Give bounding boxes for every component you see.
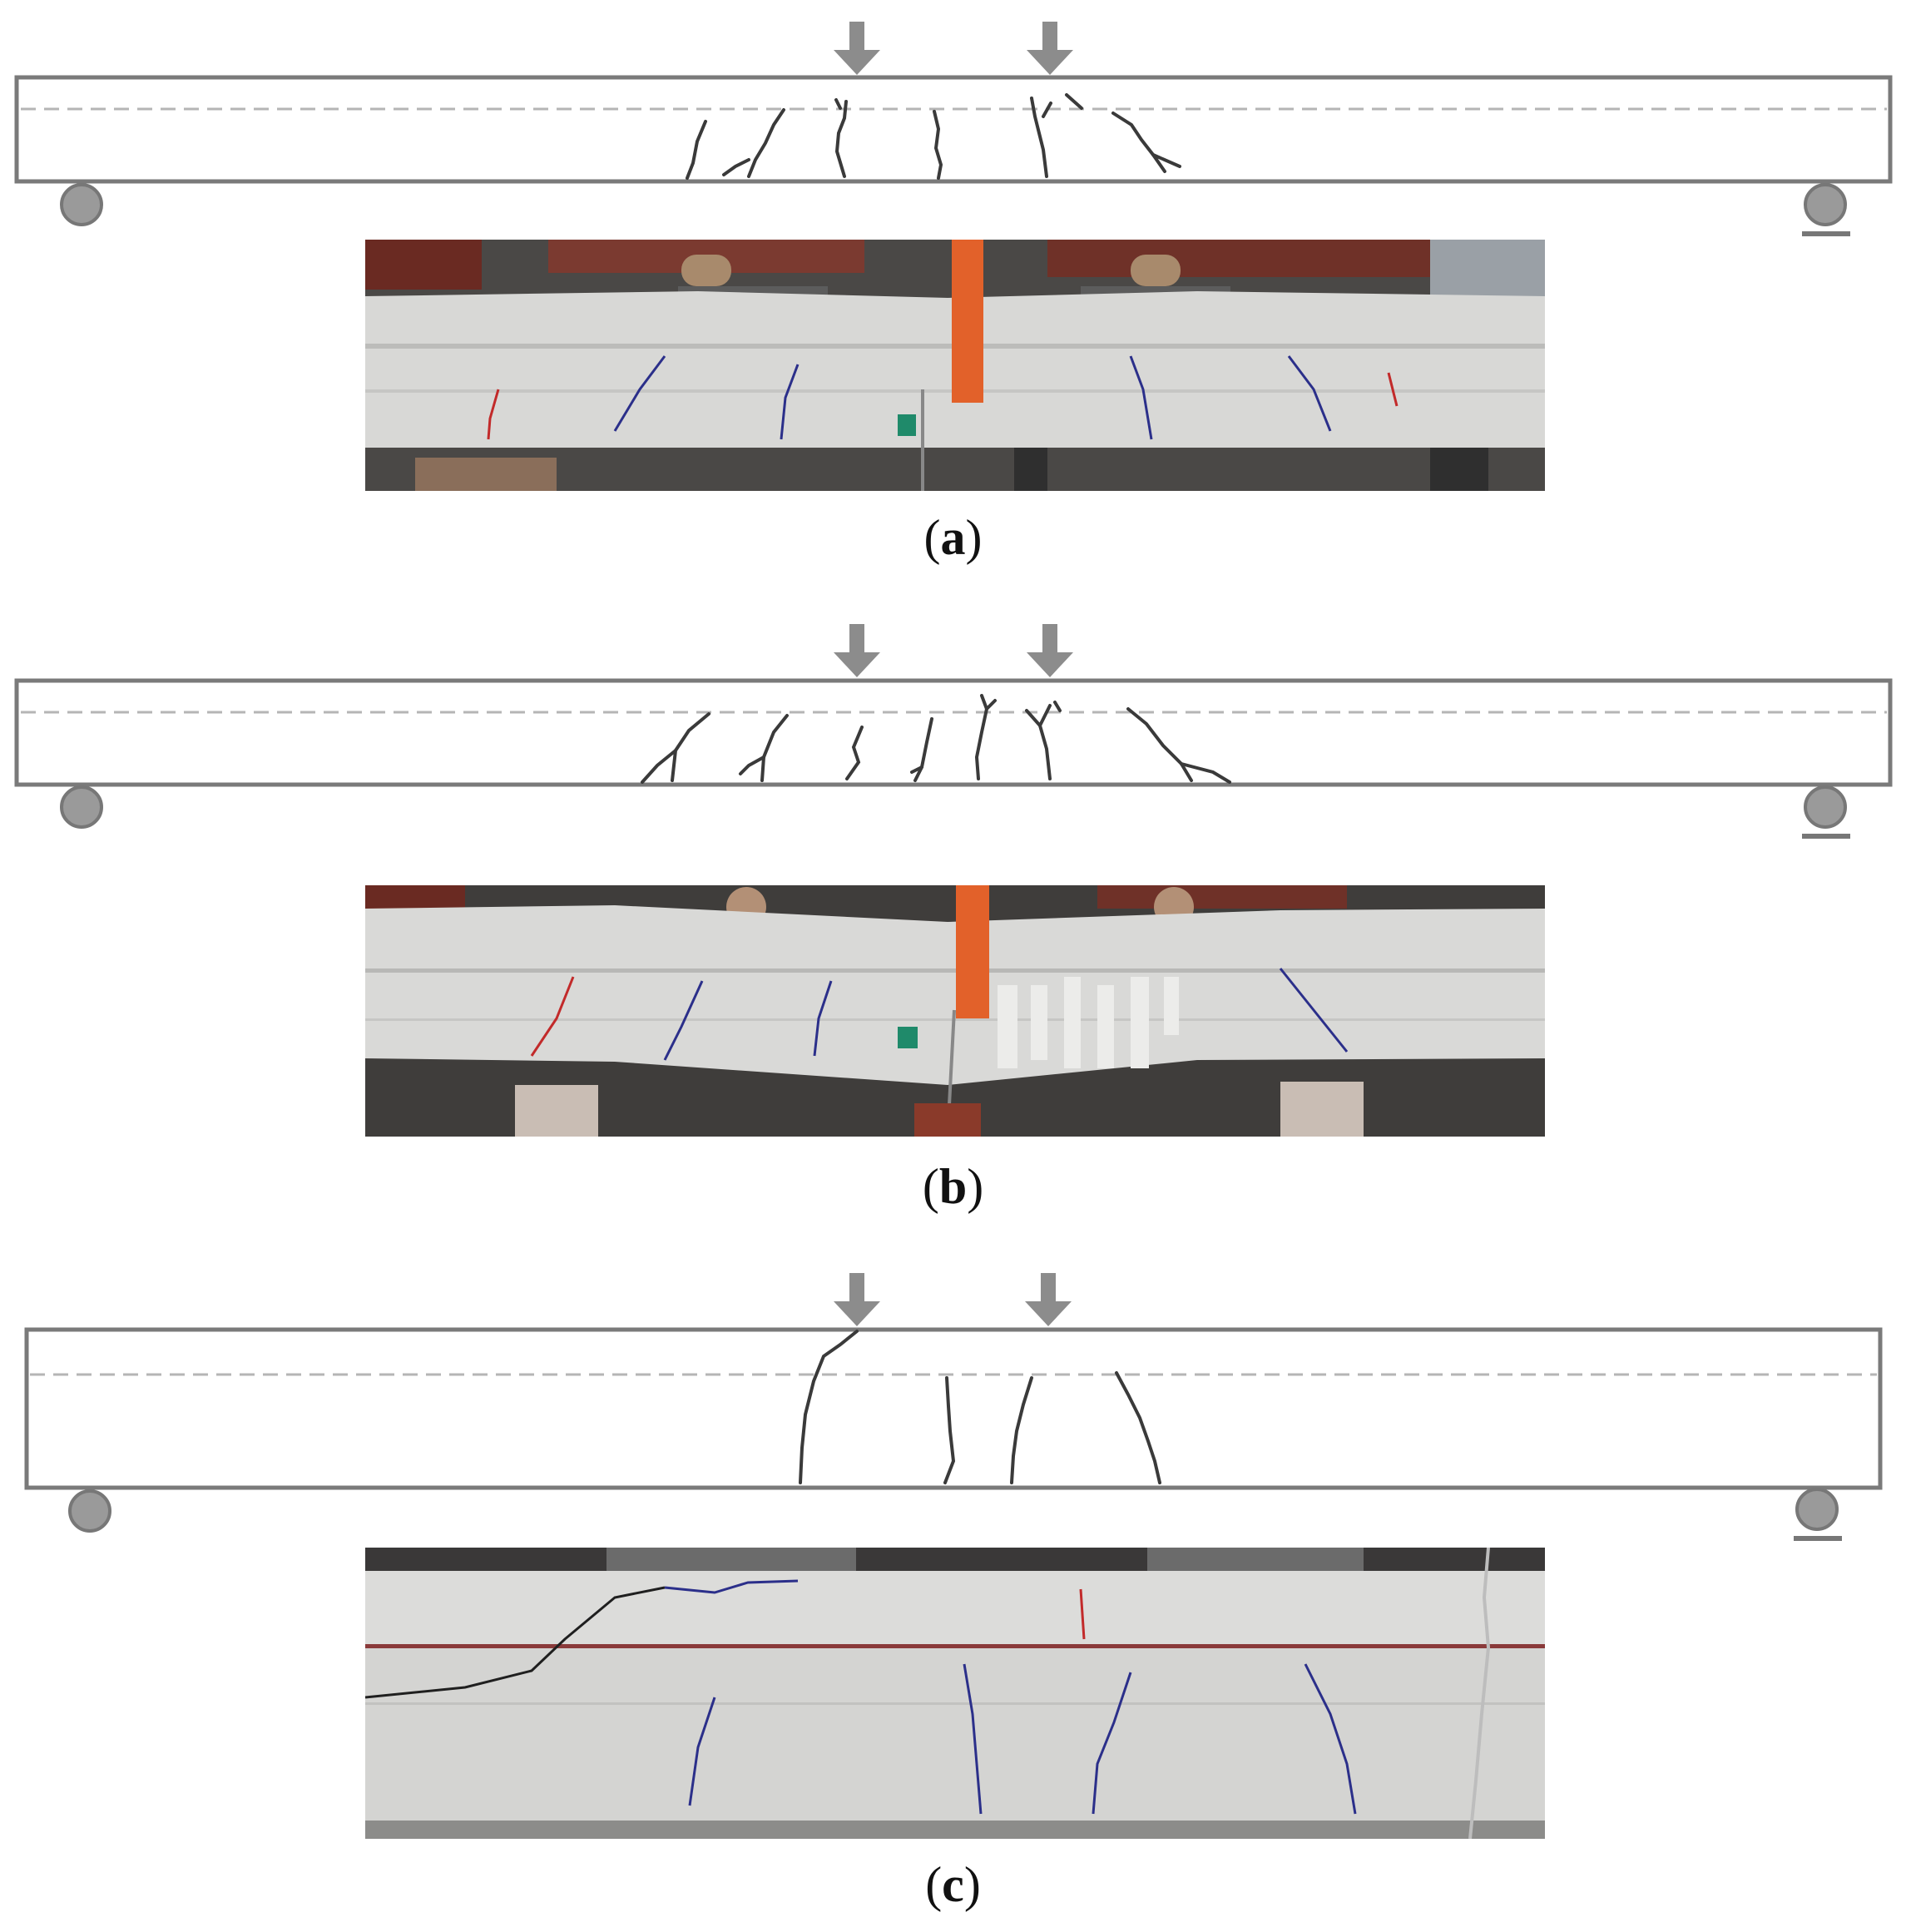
- pin-support-icon: [68, 1489, 111, 1533]
- beam-schematic-b: [14, 624, 1893, 839]
- crack: [834, 98, 842, 110]
- caption-letter: c: [942, 1857, 964, 1912]
- test-photo-b: [365, 885, 1545, 1137]
- crack-pattern: [686, 93, 1181, 180]
- beam-outline: [14, 75, 1893, 184]
- crack: [1010, 1376, 1033, 1484]
- roller-support-icon: [1802, 183, 1850, 236]
- caption-b: (b): [922, 1159, 984, 1214]
- load-arrow-left-icon: [834, 624, 880, 677]
- caption-a: (a): [923, 510, 983, 565]
- crack: [943, 1376, 956, 1484]
- test-photo-a: [365, 240, 1545, 491]
- roller-support-icon: [1802, 785, 1850, 839]
- crack: [686, 120, 707, 180]
- crack: [1115, 1371, 1161, 1484]
- crack: [1151, 153, 1181, 168]
- pin-support-icon: [60, 183, 103, 226]
- crack: [671, 712, 710, 782]
- panel-c: (c): [0, 1265, 1906, 1930]
- crack: [739, 755, 765, 775]
- crack: [747, 108, 785, 178]
- panel-b: (b): [0, 607, 1906, 1240]
- crack: [913, 717, 933, 782]
- crack: [641, 749, 677, 784]
- crack: [834, 100, 848, 178]
- crack: [845, 726, 864, 780]
- pin-support-icon: [60, 785, 103, 829]
- beam-schematic-c: [24, 1273, 1883, 1541]
- crack: [1042, 102, 1052, 118]
- crack: [1025, 709, 1052, 780]
- crack: [1111, 111, 1166, 173]
- roller-support-icon: [1794, 1488, 1842, 1541]
- load-arrow-right-icon: [1027, 22, 1073, 75]
- crack: [1053, 701, 1062, 712]
- crack: [985, 699, 997, 711]
- crack: [722, 158, 750, 176]
- crack: [974, 694, 989, 780]
- load-arrow-right-icon: [1025, 1273, 1072, 1326]
- crack: [1038, 704, 1052, 727]
- beam-outline: [14, 678, 1893, 787]
- crack: [1030, 97, 1048, 178]
- beam-schematic-a: [14, 22, 1893, 236]
- caption-c: (c): [925, 1857, 981, 1912]
- crack-pattern: [641, 694, 1231, 784]
- crack: [1126, 707, 1193, 782]
- panel-a: (a): [0, 0, 1906, 582]
- caption-letter: a: [940, 510, 966, 565]
- crack: [1065, 93, 1083, 110]
- load-arrow-right-icon: [1027, 624, 1073, 677]
- load-arrow-left-icon: [834, 22, 880, 75]
- test-photo-c: [365, 1548, 1545, 1839]
- crack: [760, 714, 789, 782]
- caption-letter: b: [938, 1159, 968, 1214]
- crack: [1180, 762, 1231, 784]
- crack: [910, 765, 923, 774]
- load-arrow-left-icon: [834, 1273, 880, 1326]
- crack: [933, 110, 943, 180]
- crack: [799, 1330, 859, 1484]
- crack-pattern: [799, 1330, 1161, 1484]
